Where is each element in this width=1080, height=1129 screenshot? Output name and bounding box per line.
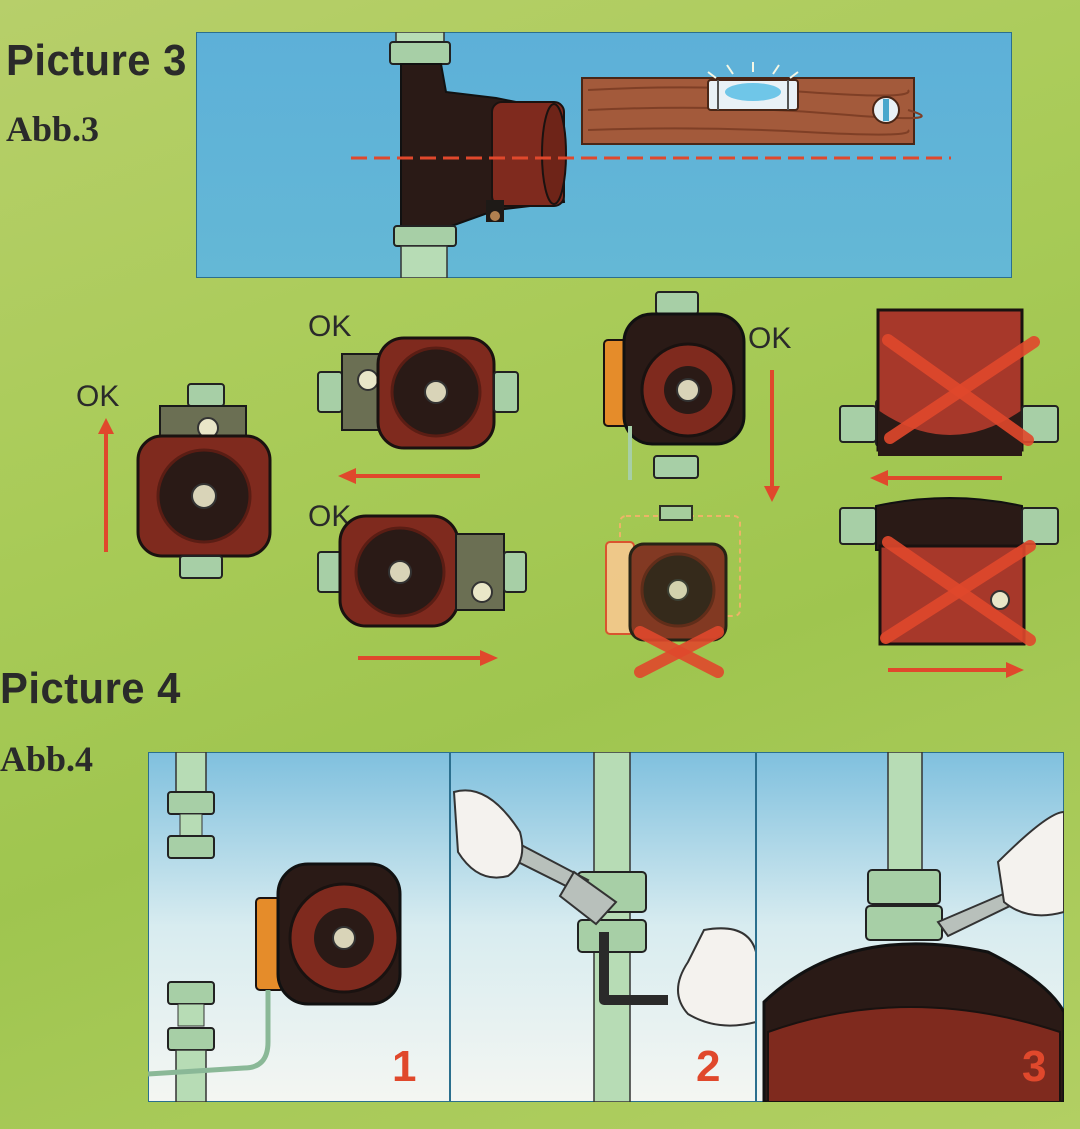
cross-icon [634,626,724,678]
arrow-icon [338,468,480,484]
arrow-icon [764,370,780,502]
orientation-diagram [98,291,1059,678]
hand-icon [452,789,757,1027]
pump-icon [255,862,402,1006]
pump-icon [605,505,741,642]
hex-key-icon [599,932,668,1005]
picture3-panel [196,32,1012,278]
picture4-title: Picture 4 [0,664,181,713]
pump-icon [317,514,527,628]
picture4-subtitle: Abb.4 [0,739,94,779]
hand-icon [996,810,1064,917]
spirit-level-icon [581,62,923,145]
arrow-icon [358,650,498,666]
pump-icon [603,291,746,480]
ok-label-downward: OK [748,322,792,355]
pump-icon [839,497,1059,646]
step2-panel [449,752,757,1102]
step-number-1: 1 [392,1042,417,1091]
installation-steps-illustration [148,752,1064,1102]
step-number-2: 2 [696,1042,721,1091]
step3-panel [755,752,1064,1102]
step-number-3: 3 [1022,1042,1047,1091]
arrow-icon [870,470,1002,486]
cross-icon [882,334,1040,446]
pump-icon [317,336,519,450]
picture3-title: Picture 3 [6,36,187,85]
pump-icon [762,942,1064,1102]
picture3-subtitle: Abb.3 [6,109,100,149]
arrow-icon [888,662,1024,678]
picture4-panels [148,752,1064,1102]
ok-label-left-flow: OK [308,310,352,343]
arrow-icon [98,418,114,552]
cross-icon [880,536,1036,646]
pump-icon [136,383,272,579]
horizontal-mounting-illustration [196,32,1012,278]
ok-label-vertical: OK [76,380,120,413]
